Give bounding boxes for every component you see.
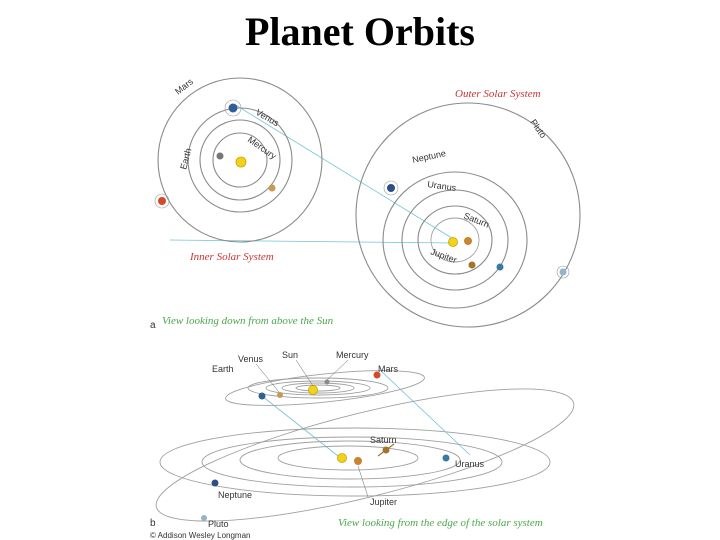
side-view-caption: View looking from the edge of the solar … <box>338 517 543 529</box>
top-view-caption: View looking down from above the Sun <box>162 315 334 327</box>
label-neptune: Neptune <box>411 148 446 165</box>
inner-mars-planet <box>158 197 166 205</box>
label-saturn: Saturn <box>462 211 490 230</box>
outer-jupiter-planet <box>464 237 472 245</box>
side-label-uranus: Uranus <box>455 459 485 469</box>
side-label-saturn: Saturn <box>370 435 397 445</box>
side-label-earth: Earth <box>212 364 234 374</box>
label-jupiter: Jupiter <box>429 246 458 265</box>
connector-lines <box>169 103 471 457</box>
label-venus: Venus <box>254 107 281 128</box>
side-label-sun: Sun <box>282 350 298 360</box>
side-view-letter: b <box>150 518 156 529</box>
inner-solar-system: Mars Venus Mercury Earth Inner Solar Sys… <box>154 76 323 263</box>
side-label-neptune: Neptune <box>218 490 252 500</box>
label-pluto: Pluto <box>528 117 548 140</box>
side-sun-outer <box>337 453 347 463</box>
outer-saturn-planet <box>468 261 476 269</box>
side-neptune-planet <box>211 479 219 487</box>
outer-sun <box>448 237 458 247</box>
side-uranus-planet <box>442 454 450 462</box>
inner-solar-system-caption: Inner Solar System <box>189 251 274 263</box>
side-label-pluto: Pluto <box>208 519 229 529</box>
outer-solar-system: Outer Solar System Pluto Neptune Uranus … <box>355 88 581 328</box>
side-earth-planet <box>258 392 266 400</box>
page-title: Planet Orbits <box>245 9 475 54</box>
label-uranus: Uranus <box>427 179 458 193</box>
side-sun-inner <box>308 385 318 395</box>
side-label-mars: Mars <box>378 364 398 374</box>
outer-neptune-planet <box>387 184 395 192</box>
outer-solar-system-caption: Outer Solar System <box>455 88 541 100</box>
outer-pluto-planet <box>559 268 567 276</box>
inner-earth-planet <box>228 103 238 113</box>
side-label-mercury: Mercury <box>336 350 369 360</box>
side-mercury-planet <box>324 379 330 385</box>
inner-mercury-planet <box>268 184 276 192</box>
side-pluto-planet <box>201 515 207 521</box>
side-mars-planet <box>373 371 381 379</box>
side-view: Venus Sun Mercury Earth Mars Saturn Uran… <box>155 350 575 529</box>
side-label-venus: Venus <box>238 354 264 364</box>
side-venus-planet <box>277 392 283 398</box>
side-label-jupiter: Jupiter <box>370 497 397 507</box>
label-earth: Earth <box>178 147 193 170</box>
inner-sun <box>235 156 247 168</box>
top-view-letter: a <box>150 320 156 331</box>
outer-uranus-planet <box>496 263 504 271</box>
side-jupiter-planet <box>354 457 362 465</box>
copyright-text: © Addison Wesley Longman <box>150 531 250 540</box>
inner-venus-planet <box>216 152 224 160</box>
